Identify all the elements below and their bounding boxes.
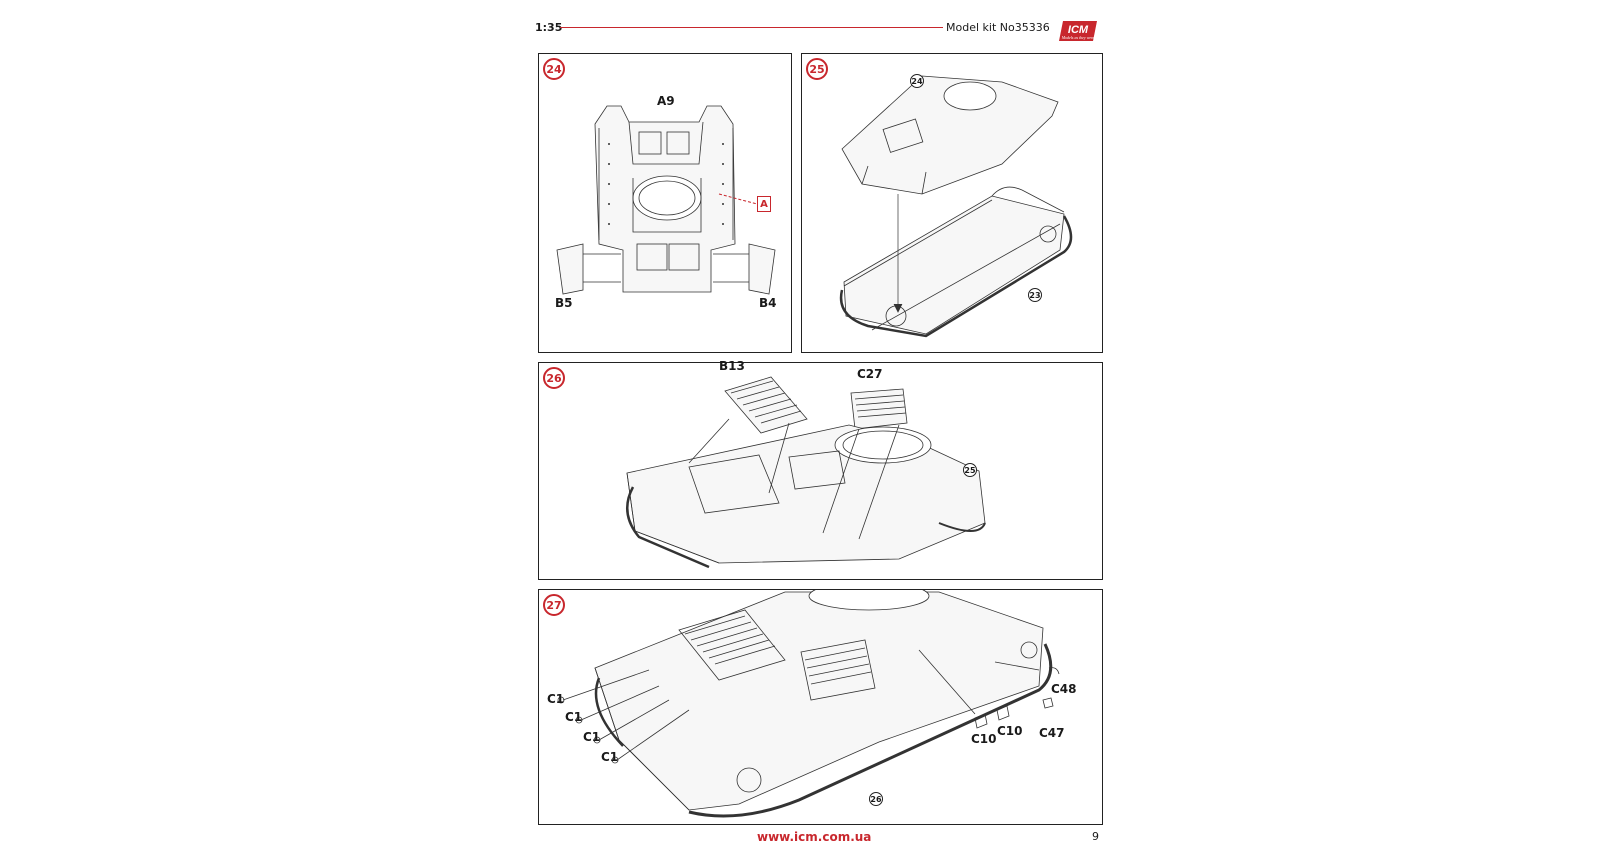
part-label-b4: B4 bbox=[759, 296, 777, 310]
step-24-panel: 24 A9 B5 B4 A bbox=[538, 53, 792, 353]
part-label-c27: C27 bbox=[857, 367, 883, 381]
part-label-b5: B5 bbox=[555, 296, 573, 310]
part-label-c10-1: C10 bbox=[971, 732, 997, 746]
footer-url[interactable]: www.icm.com.ua bbox=[757, 830, 872, 844]
ref-step-25: 25 bbox=[963, 463, 977, 477]
ref-step-24: 24 bbox=[910, 74, 924, 88]
part-label-c1-4: C1 bbox=[601, 750, 619, 764]
scale-label: 1:35 bbox=[535, 21, 563, 34]
step-24-drawing bbox=[556, 105, 776, 295]
logo-tagline: Models as they were bbox=[1061, 35, 1095, 40]
page-number: 9 bbox=[1092, 830, 1099, 843]
part-label-a9: A9 bbox=[657, 94, 675, 108]
header-rule bbox=[560, 27, 943, 28]
step-24-number: 24 bbox=[543, 58, 565, 80]
part-label-c1-1: C1 bbox=[547, 692, 565, 706]
step-25-drawing bbox=[839, 75, 1073, 338]
part-label-c10-2: C10 bbox=[997, 724, 1023, 738]
step-26-number: 26 bbox=[543, 367, 565, 389]
step-27-drawing bbox=[557, 590, 1060, 818]
part-label-c1-2: C1 bbox=[565, 710, 583, 724]
part-label-c47: C47 bbox=[1039, 726, 1065, 740]
ref-step-26: 26 bbox=[869, 792, 883, 806]
step-27-panel: 27 C1 C1 C1 C1 C10 C10 bbox=[538, 589, 1103, 825]
logo-text: ICM bbox=[1068, 24, 1089, 36]
part-label-c48: C48 bbox=[1051, 682, 1077, 696]
part-label-b13: B13 bbox=[719, 359, 745, 373]
step-26-drawing bbox=[626, 376, 986, 569]
step-26-panel: 26 B13 C27 25 bbox=[538, 359, 1103, 580]
part-label-c1-3: C1 bbox=[583, 730, 601, 744]
callout-a: A bbox=[757, 196, 771, 212]
step-25-panel: 25 24 23 bbox=[801, 53, 1103, 353]
ref-step-23: 23 bbox=[1028, 288, 1042, 302]
step-27-number: 27 bbox=[543, 594, 565, 616]
step-25-number: 25 bbox=[806, 58, 828, 80]
model-kit-number: Model kit No35336 bbox=[946, 21, 1050, 34]
icm-logo: ICM Models as they were bbox=[1057, 19, 1101, 43]
